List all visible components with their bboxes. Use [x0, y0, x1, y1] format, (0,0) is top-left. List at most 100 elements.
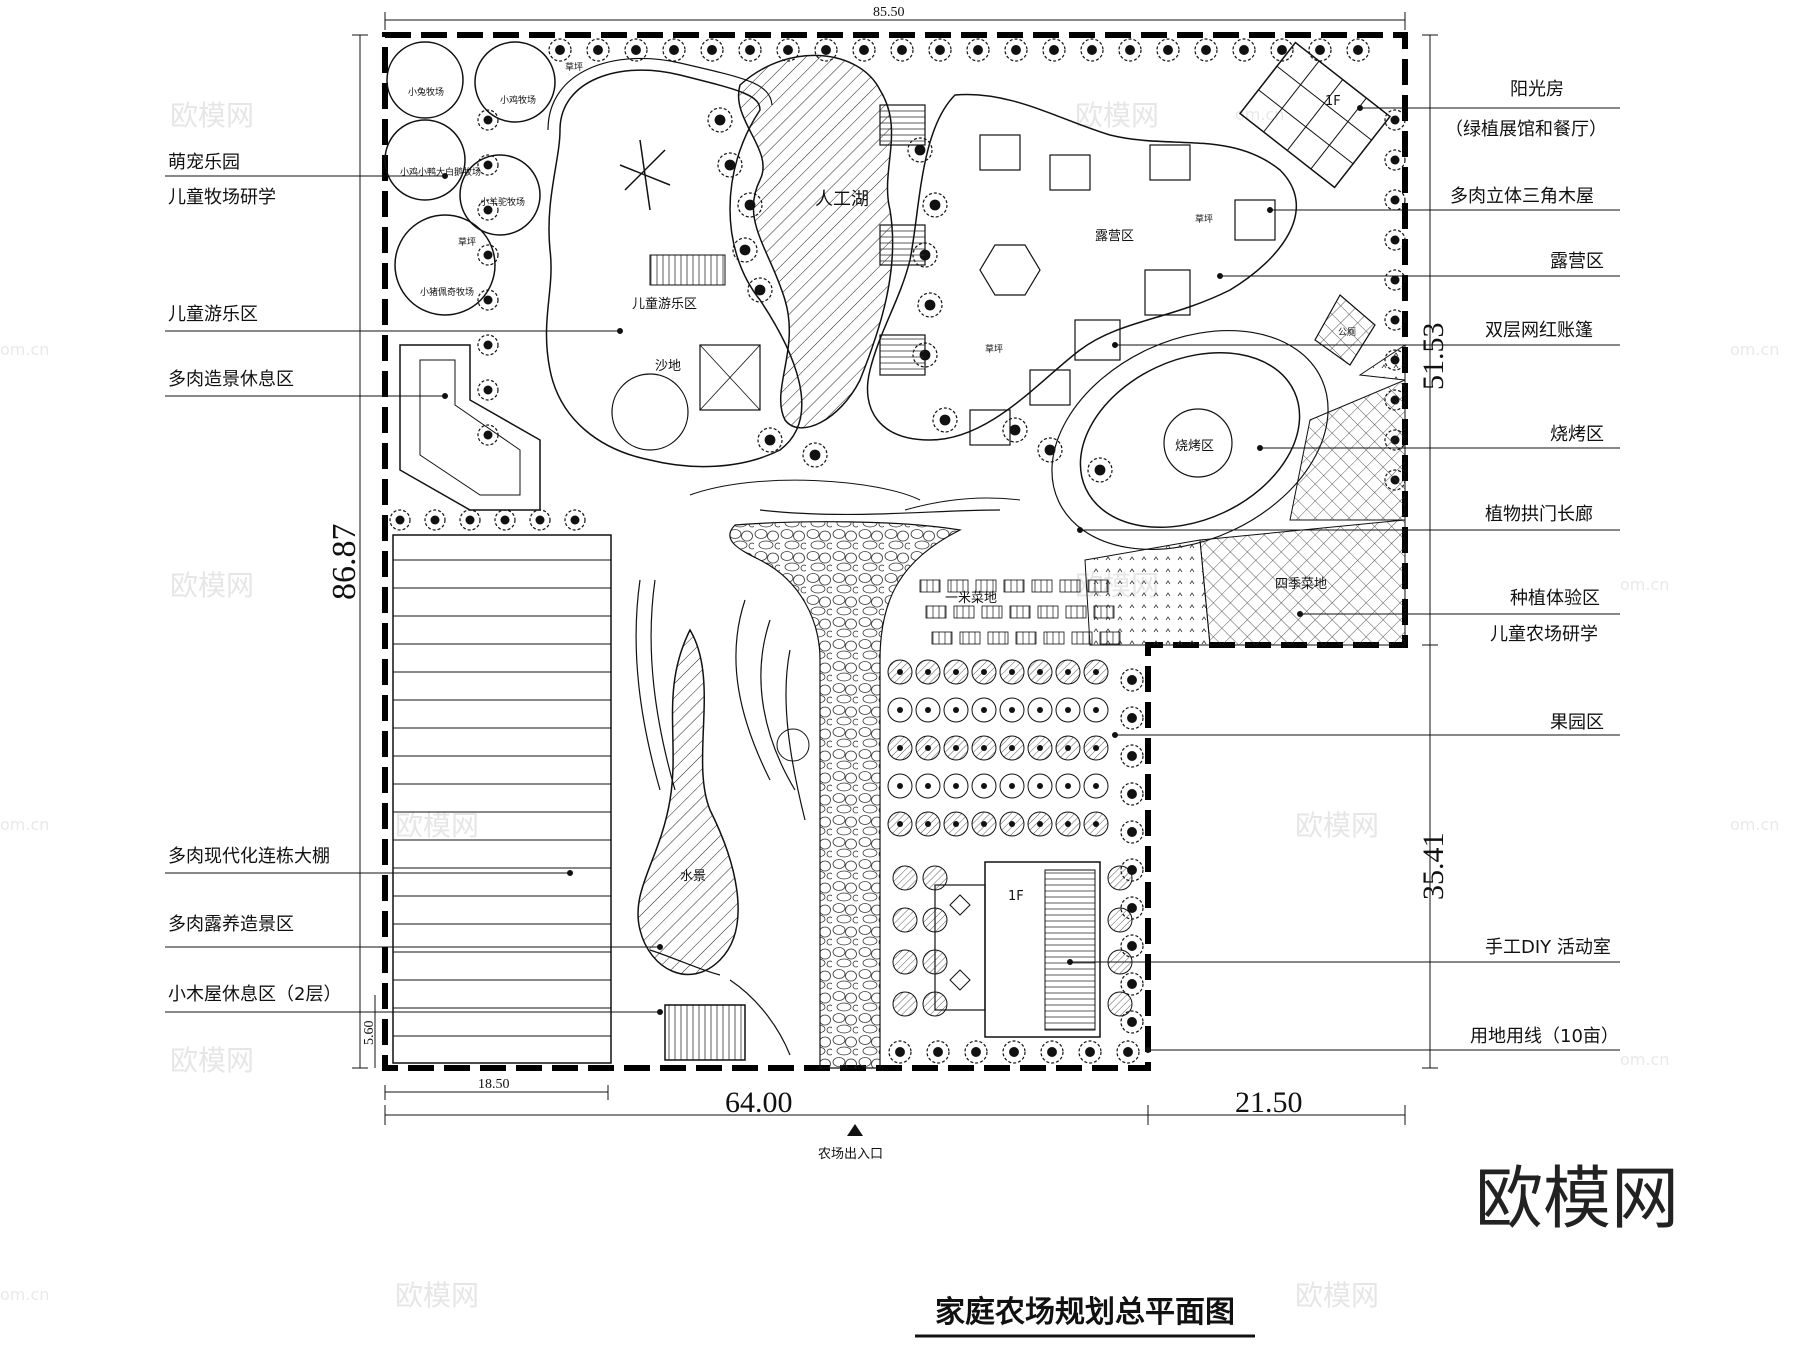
- veg-plot: [953, 605, 975, 619]
- veg-plot: [1031, 579, 1053, 593]
- pen-label-2: 小鸡牧场: [500, 94, 536, 106]
- orchard-tree: [1027, 697, 1053, 723]
- tree-symbol: [1118, 38, 1142, 62]
- tree-symbol: [624, 38, 648, 62]
- svg-text:欧模网: 欧模网: [1295, 809, 1379, 842]
- veg-plot: [1065, 605, 1087, 619]
- artificial-lake: [737, 54, 894, 429]
- svg-text:欧模网: 欧模网: [170, 569, 254, 602]
- orchard-tree: [943, 735, 969, 761]
- orchard-tree: [915, 659, 941, 685]
- orchard-tree: [1107, 991, 1133, 1017]
- sand-label: 沙地: [655, 359, 681, 374]
- dim-bottom-left: 18.50: [478, 1077, 510, 1092]
- callout-planting: 种植体验区: [1510, 588, 1600, 609]
- stone-path: [729, 521, 962, 1069]
- tree-symbol: [700, 38, 724, 62]
- tree-symbol: [1120, 706, 1144, 730]
- tree-symbol: [1120, 820, 1144, 844]
- workshop-1f-label: 1F: [1008, 889, 1024, 904]
- callout-succulent-open: 多肉露养造景区: [168, 914, 294, 935]
- sunroom-1f-label: 1F: [1325, 94, 1341, 109]
- callout-orchard: 果园区: [1550, 712, 1604, 733]
- tree-symbol: [1384, 309, 1406, 331]
- callout-sunroom-sub: （绿植展馆和餐厅）: [1445, 119, 1607, 140]
- tree-symbol: [1384, 149, 1406, 171]
- orchard-tree: [892, 949, 918, 975]
- orchard-tree: [999, 697, 1025, 723]
- orchard-tree: [971, 697, 997, 723]
- orchard-tree: [1055, 811, 1081, 837]
- kids-play-label: 儿童游乐区: [632, 296, 697, 312]
- rest-pavilion: [399, 344, 541, 511]
- tree-symbol: [1120, 934, 1144, 958]
- water-label: 水景: [680, 869, 706, 884]
- veg-plot: [1003, 579, 1025, 593]
- seasonal-label: 四季菜地: [1275, 577, 1327, 592]
- orchard-trees: [887, 659, 1133, 1017]
- veg-plot: [1009, 605, 1031, 619]
- tree-symbol: [1037, 437, 1063, 463]
- tree-symbol: [1384, 109, 1406, 131]
- tree-symbol: [564, 509, 586, 531]
- callout-kids-ranch: 儿童牧场研学: [168, 187, 276, 208]
- dim-top: 85.50: [873, 5, 905, 20]
- outdoor-garden-paths: [635, 579, 806, 1056]
- veg-plot: [975, 579, 997, 593]
- lawn-label: 草坪: [458, 236, 476, 248]
- tree-symbol: [717, 152, 743, 178]
- dim-bottom-main: 64.00: [725, 1086, 793, 1119]
- tree-symbol: [1002, 417, 1028, 443]
- svg-text:om.cn: om.cn: [1730, 815, 1779, 834]
- dim-left-small: 5.60: [362, 1021, 377, 1046]
- callout-land-line: 用地用线（10亩）: [1470, 1026, 1619, 1047]
- dim-right-lower: 35.41: [1417, 833, 1450, 901]
- svg-text:om.cn: om.cn: [1620, 575, 1669, 594]
- veg-plot: [1087, 579, 1109, 593]
- tree-symbol: [852, 38, 876, 62]
- tree-symbol: [1120, 782, 1144, 806]
- tree-symbol: [738, 38, 762, 62]
- pen-label-3: 小鸡小鸭大白鹅牧场: [400, 166, 481, 178]
- sunroom: [1238, 41, 1392, 189]
- orchard-tree: [1027, 811, 1053, 837]
- tree-symbol: [586, 38, 610, 62]
- lawn-label: 草坪: [1195, 213, 1213, 225]
- orchard-tree: [1083, 697, 1109, 723]
- greenhouse: [392, 534, 612, 1064]
- tree-symbol: [1120, 668, 1144, 692]
- tree-symbol: [1120, 744, 1144, 768]
- tree-symbol: [1120, 1010, 1144, 1034]
- orchard-tree: [971, 659, 997, 685]
- tree-symbol: [1156, 38, 1180, 62]
- callout-petting-zoo: 萌宠乐园: [168, 152, 240, 173]
- tree-symbol: [548, 38, 572, 62]
- tree-symbol: [1042, 38, 1066, 62]
- orchard-tree: [943, 697, 969, 723]
- tree-symbol: [1040, 1040, 1064, 1064]
- camping-label: 露营区: [1095, 229, 1134, 244]
- orchard-tree: [892, 991, 918, 1017]
- tree-symbol: [747, 277, 773, 303]
- bbq-area: [1079, 351, 1301, 529]
- entrance-arrow-icon: [847, 1124, 863, 1136]
- tree-symbol: [477, 334, 499, 356]
- one-meter-vegetable-plots: [919, 579, 1121, 645]
- tree-symbol: [424, 509, 446, 531]
- callout-succulent-rest: 多肉造景休息区: [168, 369, 294, 390]
- left-callouts: 萌宠乐园 儿童牧场研学 儿童游乐区 多肉造景休息区 多肉现代化连栋大棚 多肉露养…: [168, 152, 341, 1005]
- orchard-tree: [1027, 735, 1053, 761]
- orchard-tree: [999, 773, 1025, 799]
- tree-symbol: [757, 427, 783, 453]
- orchard-tree: [943, 659, 969, 685]
- callout-greenhouse: 多肉现代化连栋大棚: [168, 846, 330, 867]
- orchard-tree: [1083, 735, 1109, 761]
- orchard-tree: [943, 773, 969, 799]
- orchard-tree: [999, 735, 1025, 761]
- pen-label-4: 小羊驼牧场: [480, 196, 525, 208]
- kids-play-path: [545, 69, 803, 468]
- tree-symbol: [529, 509, 551, 531]
- tree-symbol: [917, 292, 943, 318]
- veg-plot: [1099, 631, 1121, 645]
